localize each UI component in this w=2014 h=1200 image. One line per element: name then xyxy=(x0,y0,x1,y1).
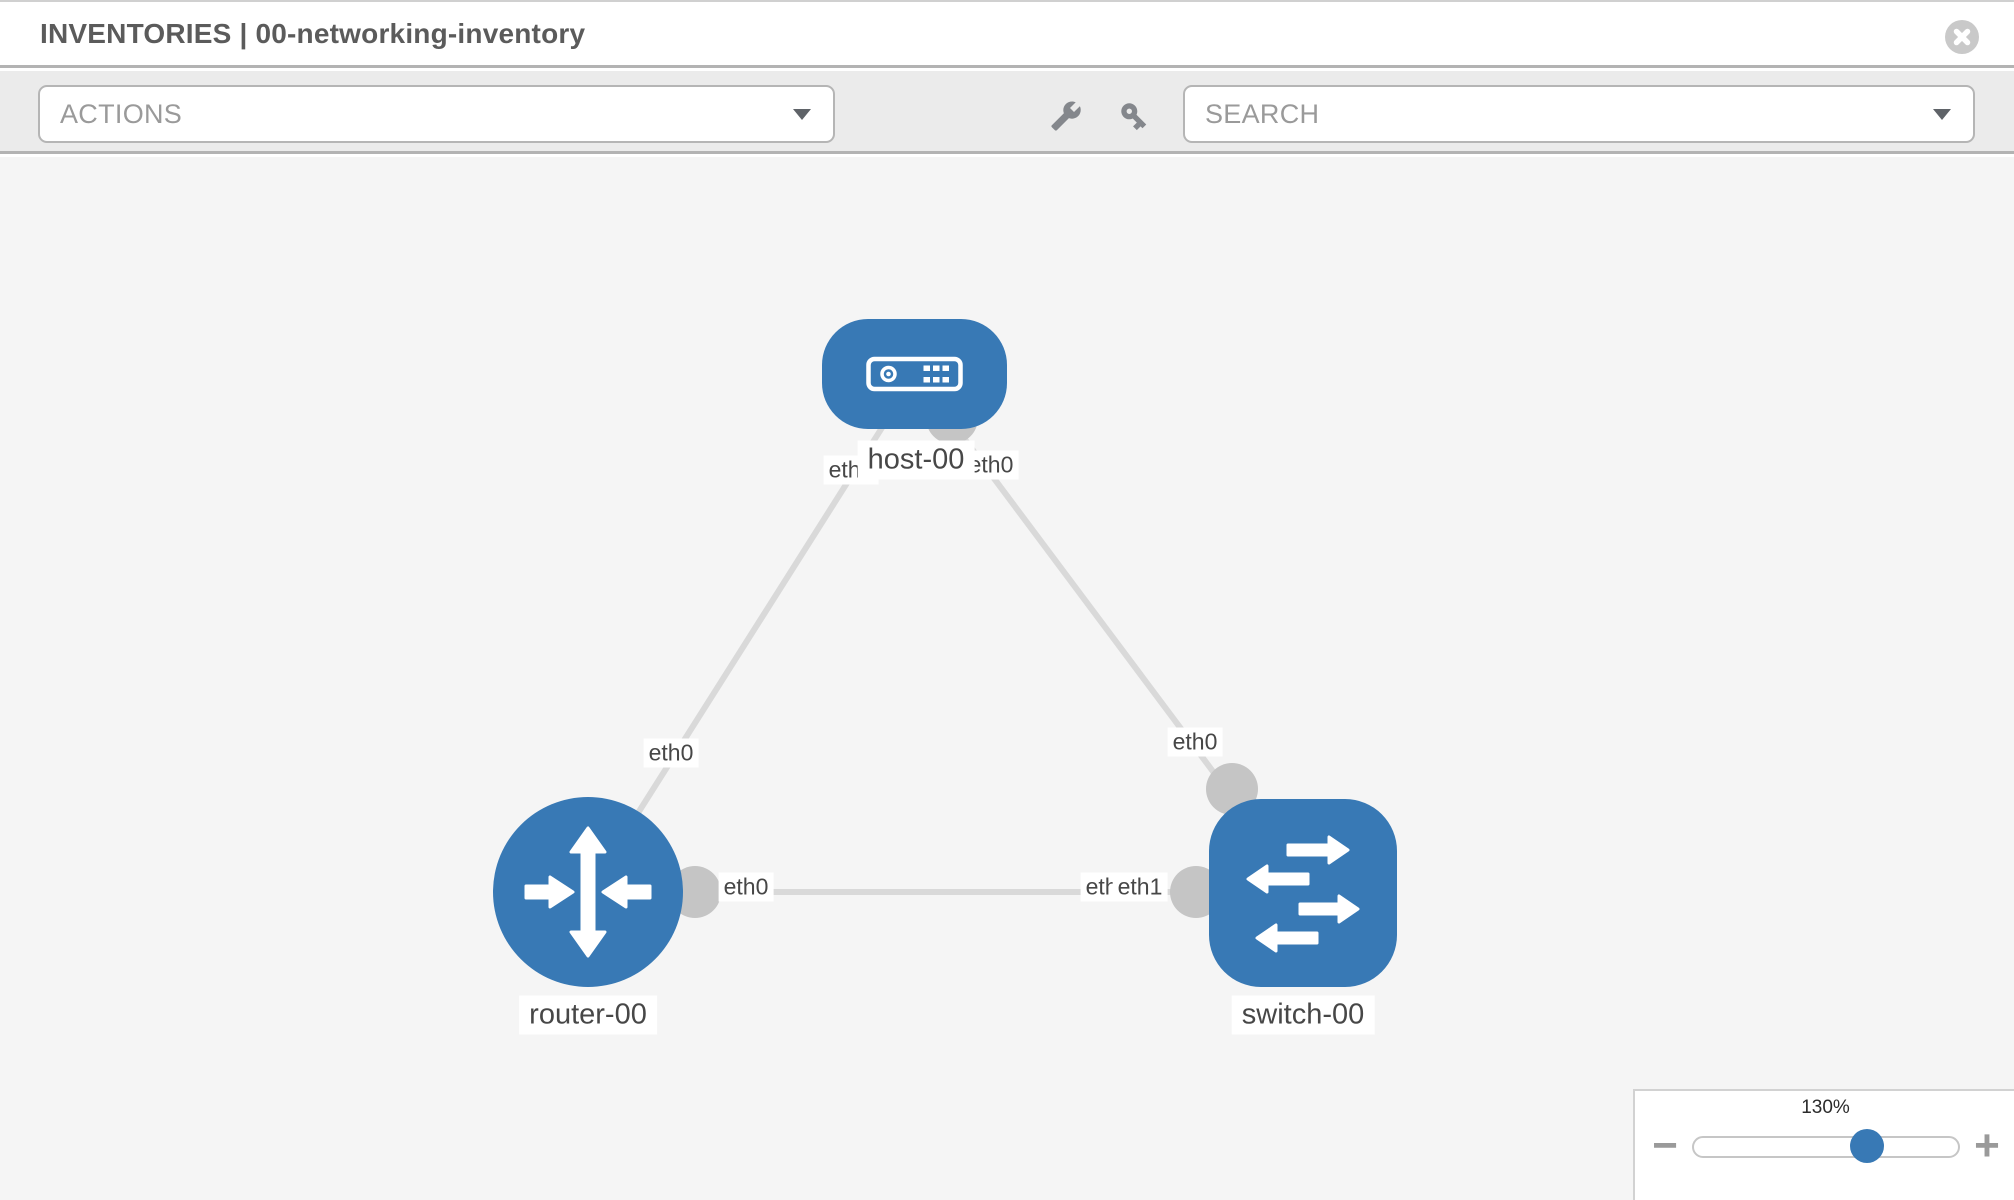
zoom-in-button[interactable]: + xyxy=(1974,1121,2000,1170)
router-icon xyxy=(524,826,652,958)
actions-dropdown[interactable]: ACTIONS xyxy=(38,85,835,143)
dropdown-caret-icon xyxy=(1933,109,1951,120)
dropdown-caret-icon xyxy=(793,109,811,120)
switch-icon xyxy=(1246,835,1360,953)
page-title: INVENTORIES | 00-networking-inventory xyxy=(40,18,586,49)
modal-header: INVENTORIES | 00-networking-inventory xyxy=(0,2,2014,68)
topology-canvas[interactable]: eth0 eth0 eth0 eth0 eth0 eth0 eth1 host-… xyxy=(0,157,2014,1200)
node-label-router: router-00 xyxy=(519,995,657,1035)
node-switch-00[interactable] xyxy=(1209,799,1397,987)
port-label: eth0 xyxy=(1167,727,1223,757)
zoom-slider-handle[interactable] xyxy=(1850,1129,1884,1163)
close-icon xyxy=(1945,20,1979,54)
actions-dropdown-label: ACTIONS xyxy=(60,99,183,129)
node-label-host: host-00 xyxy=(857,440,975,480)
search-dropdown[interactable]: SEARCH xyxy=(1183,85,1975,143)
toolbar: ACTIONS SEARCH xyxy=(0,71,2014,154)
zoom-out-button[interactable]: − xyxy=(1652,1121,1678,1170)
host-icon xyxy=(866,356,963,392)
close-button[interactable] xyxy=(1944,19,1980,55)
port-label: eth1 xyxy=(1112,872,1168,902)
zoom-level: 130% xyxy=(1801,1097,1850,1118)
search-dropdown-label: SEARCH xyxy=(1205,99,1320,129)
port-label: eth0 xyxy=(718,872,774,902)
node-label-switch: switch-00 xyxy=(1231,995,1375,1035)
zoom-slider-track[interactable] xyxy=(1692,1129,1960,1163)
zoom-control-panel: 130% − + xyxy=(1633,1089,2014,1200)
key-icon[interactable] xyxy=(1118,100,1150,132)
node-router-00[interactable] xyxy=(493,797,683,987)
port-label: eth0 xyxy=(643,738,699,768)
wrench-icon[interactable] xyxy=(1050,100,1082,132)
node-host-00[interactable] xyxy=(822,319,1007,429)
